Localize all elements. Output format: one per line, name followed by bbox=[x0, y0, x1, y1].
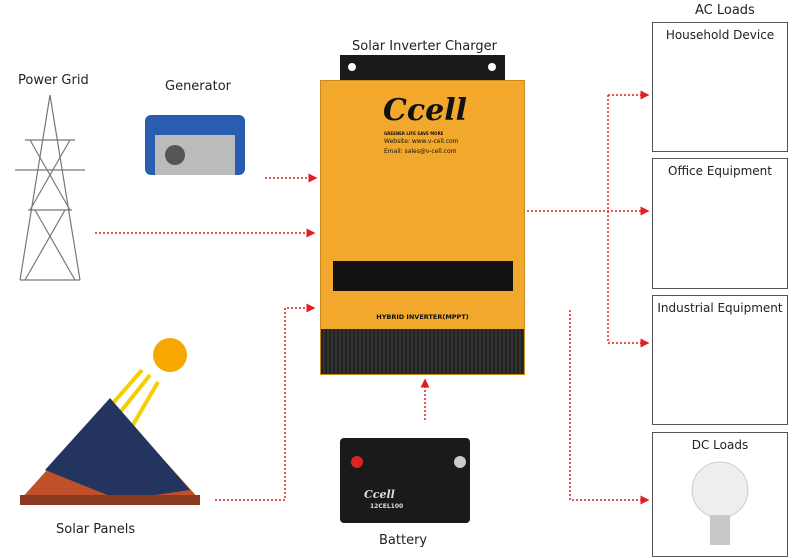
inverter-website: Website: www.v-cell.com bbox=[384, 138, 459, 145]
dc-line bbox=[569, 310, 650, 505]
inverter-brand: Ccell bbox=[383, 93, 468, 128]
bracket bbox=[340, 55, 505, 80]
bulb-icon bbox=[691, 461, 749, 545]
generator-label: Generator bbox=[165, 79, 232, 94]
inverter-model: HYBRID INVERTER(MPPT) bbox=[376, 313, 469, 321]
solar-label: Solar Panels bbox=[56, 522, 136, 537]
office-title: Office Equipment bbox=[668, 164, 772, 178]
pylon-icon bbox=[15, 94, 85, 281]
battery-icon bbox=[340, 438, 470, 523]
power-grid-label: Power Grid bbox=[18, 73, 89, 88]
battery-brand: Ccell bbox=[364, 488, 395, 501]
sun-icon bbox=[98, 338, 187, 432]
industrial-title: Industrial Equipment bbox=[657, 301, 783, 315]
office-box: Office Equipment bbox=[652, 158, 788, 289]
battery-model: 12CEL100 bbox=[370, 503, 404, 510]
control-panel bbox=[333, 261, 513, 291]
solar-line bbox=[215, 303, 316, 501]
inverter-label: Solar Inverter Charger bbox=[352, 39, 497, 54]
generator-icon bbox=[145, 115, 245, 175]
household-box: Household Device bbox=[652, 22, 788, 152]
dc-box: DC Loads bbox=[652, 432, 788, 557]
solar-roof-icon bbox=[20, 398, 200, 505]
household-title: Household Device bbox=[665, 28, 775, 42]
battery-label: Battery bbox=[379, 533, 428, 548]
inverter-slogan: GREENER LIFE SAVE MORE bbox=[384, 131, 444, 136]
inverter-device: Ccell GREENER LIFE SAVE MORE Website: ww… bbox=[320, 80, 525, 375]
dc-title: DC Loads bbox=[691, 438, 749, 452]
industrial-box: Industrial Equipment bbox=[652, 295, 788, 425]
ac-loads-label: AC Loads bbox=[695, 3, 755, 18]
inverter-email: Email: sales@v-cell.com bbox=[384, 148, 457, 155]
vent-grill bbox=[321, 329, 524, 374]
